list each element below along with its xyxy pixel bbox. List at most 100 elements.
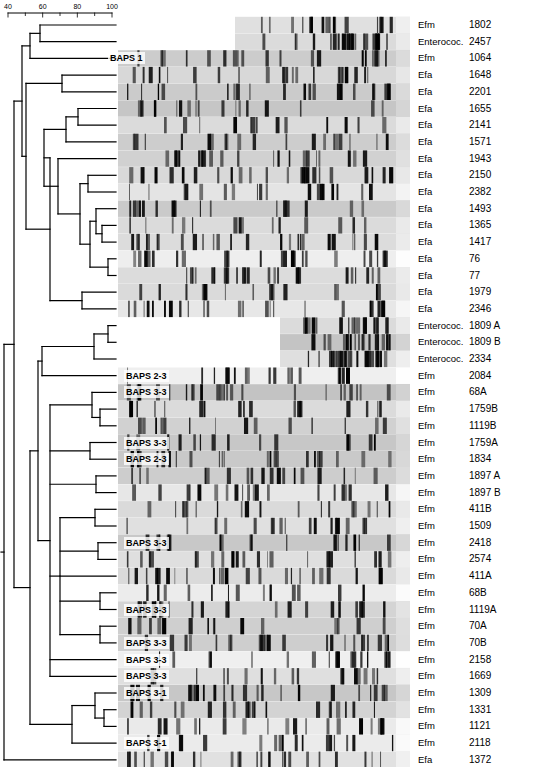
gel-band <box>134 752 137 767</box>
gel-band <box>336 351 340 367</box>
tree-branch <box>96 475 116 476</box>
gel-lane-edge <box>396 651 410 667</box>
gel-band <box>305 718 306 734</box>
gel-band <box>337 618 340 634</box>
gel-band <box>223 685 225 701</box>
gel-band <box>176 100 177 116</box>
gel-band <box>176 451 177 467</box>
gel-band <box>378 635 382 651</box>
gel-band <box>200 752 201 767</box>
gel-band <box>242 718 246 734</box>
species-label: Efa <box>418 286 432 298</box>
gel-band <box>183 117 187 133</box>
gel-band <box>231 685 233 701</box>
gel-band <box>266 167 268 183</box>
gel-band <box>223 718 227 734</box>
isolate-number: 411B <box>469 503 492 515</box>
isolate-number: 1759A <box>469 437 498 449</box>
gel-band <box>344 635 345 651</box>
gel-band <box>228 635 232 651</box>
gel-band <box>164 401 165 417</box>
tree-branch <box>26 229 50 230</box>
species-label: Efa <box>418 253 432 265</box>
gel-band <box>326 635 328 651</box>
gel-band <box>348 150 351 166</box>
tree-branch <box>50 404 92 405</box>
gel-band <box>304 301 306 317</box>
tree-branch <box>95 525 116 526</box>
gel-band <box>349 351 352 367</box>
gel-band <box>157 585 159 601</box>
gel-lane-edge <box>396 251 410 267</box>
tree-branch <box>58 158 116 159</box>
gel-band <box>375 351 379 367</box>
gel-band <box>247 468 250 484</box>
gel-band <box>239 217 242 233</box>
gel-band <box>313 67 314 83</box>
species-label: Efa <box>418 169 432 181</box>
gel-band <box>147 301 150 317</box>
gel-lane <box>118 384 410 400</box>
gel-lane <box>118 518 410 534</box>
gel-lane <box>118 618 410 634</box>
gel-band <box>341 67 343 83</box>
species-label: Efa <box>418 69 432 81</box>
gel-band <box>272 217 274 233</box>
gel-band <box>378 551 381 567</box>
gel-band <box>221 551 224 567</box>
gel-band <box>267 551 269 567</box>
gel-band <box>146 585 148 601</box>
gel-band <box>279 518 282 534</box>
gel-band <box>238 401 241 417</box>
gel-band <box>354 334 355 350</box>
gel-band <box>294 384 296 400</box>
gel-band <box>169 301 173 317</box>
gel-band <box>284 518 286 534</box>
gel-band <box>346 401 350 417</box>
gel-band <box>354 651 356 667</box>
gel-band <box>145 134 146 150</box>
isolate-number: 2118 <box>469 737 491 749</box>
gel-band <box>389 334 391 350</box>
gel-lane <box>118 702 410 718</box>
gel-band <box>294 468 296 484</box>
gel-band <box>340 668 344 684</box>
gel-band <box>221 568 225 584</box>
gel-band <box>282 67 285 83</box>
gel-band <box>240 618 244 634</box>
gel-band <box>345 702 347 718</box>
gel-band <box>345 117 348 133</box>
scale-tick <box>8 13 9 17</box>
species-label: Efm <box>418 553 435 565</box>
tree-branch <box>60 550 98 551</box>
gel-band <box>317 50 321 66</box>
gel-band <box>223 702 226 718</box>
gel-band <box>261 685 263 701</box>
gel-band <box>382 301 385 317</box>
gel-lane <box>118 67 410 83</box>
gel-band <box>372 668 375 684</box>
gel-band <box>192 217 193 233</box>
tree-branch <box>78 108 116 109</box>
gel-band <box>144 752 145 767</box>
gel-band <box>259 434 261 450</box>
gel-band <box>170 167 174 183</box>
gel-band <box>376 351 378 367</box>
gel-band <box>382 334 385 350</box>
gel-band <box>312 651 316 667</box>
tree-branch <box>62 91 116 92</box>
gel-band <box>166 568 170 584</box>
gel-band <box>182 217 185 233</box>
gel-band <box>133 67 136 83</box>
gel-band <box>387 84 390 100</box>
gel-band <box>364 67 366 83</box>
tree-branch <box>26 83 62 84</box>
tree-branch <box>50 676 116 677</box>
isolate-number: 1571 <box>469 136 491 148</box>
species-label: Efa <box>418 103 432 115</box>
gel-band <box>273 368 276 384</box>
gel-band <box>287 167 289 183</box>
gel-band <box>283 284 287 300</box>
gel-band <box>282 635 286 651</box>
gel-band <box>355 551 356 567</box>
